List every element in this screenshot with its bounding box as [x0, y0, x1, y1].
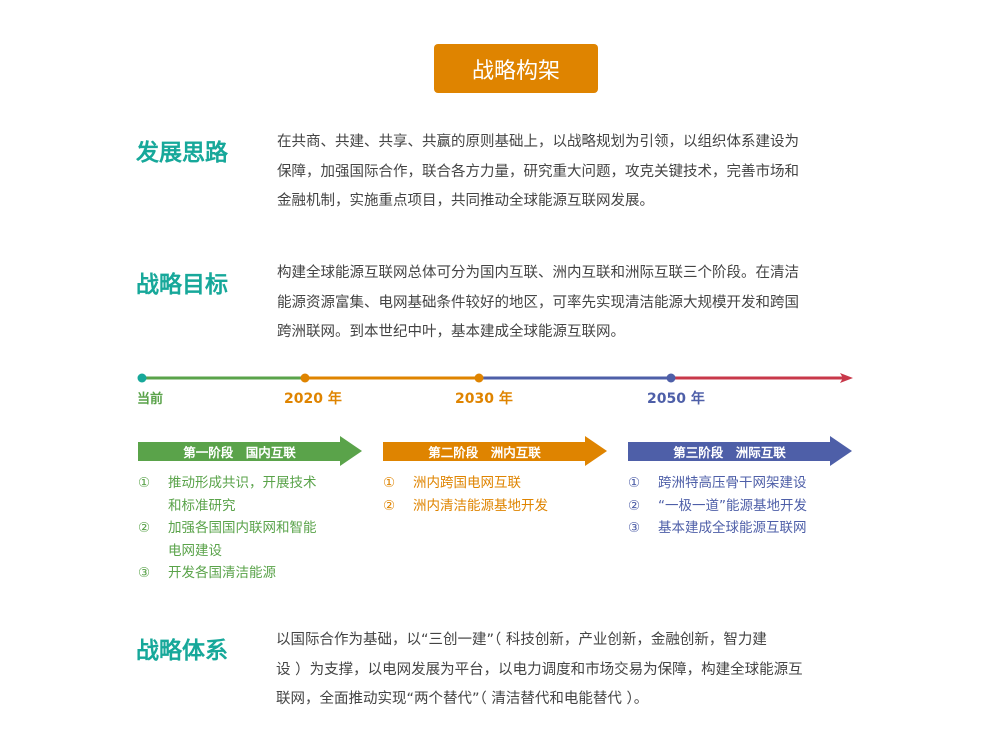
- list-item: ① 洲内跨国电网互联: [383, 472, 548, 495]
- phase-1-label: 第一阶段 国内互联: [138, 442, 341, 461]
- text-line: 以国际合作为基础，以“三创一建”（ 科技创新，产业创新，金融创新，智力建: [276, 632, 767, 648]
- text-line: 设 ）为支撑，以电网发展为平台，以电力调度和市场交易为保障，构建全球能源互: [276, 661, 803, 678]
- text-line: 能源资源富集、电网基础条件较好的地区，可率先实现清洁能源大规模开发和跨国: [277, 294, 799, 311]
- phase-2-label: 第二阶段 洲内互联: [383, 442, 586, 461]
- item-number: ②: [138, 520, 151, 536]
- list-item: ② 加强各国国内联网和智能电网建设: [138, 517, 317, 562]
- item-number: ②: [383, 497, 396, 514]
- item-text: 和标准研究: [168, 497, 236, 514]
- item-text: 推动形成共识，开展技术: [168, 475, 317, 491]
- text-line: 保障，加强国际合作，联合各方力量，研究重大问题，攻克关键技术，完善市场和: [277, 163, 799, 180]
- arrow-head-icon: [585, 436, 607, 466]
- list-item: ② “一极一道”能源基地开发: [628, 495, 807, 518]
- phase-3-arrow: 第三阶段 洲际互联: [628, 436, 852, 467]
- timeline-label-2050: 2050 年: [647, 391, 705, 407]
- list-item: ③ 开发各国清洁能源: [138, 562, 317, 585]
- timeline-arrowhead: [840, 373, 853, 383]
- item-text: 跨洲特高压骨干网架建设: [658, 475, 807, 491]
- section-heading-goals: 战略目标: [136, 272, 228, 298]
- item-number: ②: [628, 497, 641, 514]
- phase-3-list: ① 跨洲特高压骨干网架建设 ② “一极一道”能源基地开发 ③ 基本建成全球能源互联网: [628, 472, 807, 540]
- text-line: 在共商、共建、共享、共赢的原则基础上，以战略规划为引领，以组织体系建设为: [277, 134, 799, 150]
- item-text: 开发各国清洁能源: [168, 565, 276, 581]
- text-line: 跨洲联网。到本世纪中叶，基本建成全球能源互联网。: [277, 324, 625, 340]
- item-text: “一极一道”能源基地开发: [658, 497, 807, 514]
- section-text-system: 以国际合作为基础，以“三创一建”（ 科技创新，产业创新，金融创新，智力建 设 ）…: [276, 626, 803, 715]
- phase-2-arrow: 第二阶段 洲内互联: [383, 436, 607, 467]
- item-number: ①: [383, 475, 396, 491]
- arrow-head-icon: [340, 436, 362, 466]
- item-text: 加强各国国内联网和智能: [168, 520, 317, 536]
- text-line: 联网，全面推动实现“两个替代”（ 清洁替代和电能替代 ）。: [276, 691, 649, 707]
- timeline-label-2030: 2030 年: [455, 391, 513, 407]
- item-text: 洲内跨国电网互联: [413, 475, 521, 491]
- item-number: ③: [138, 565, 151, 581]
- phase-2-list: ① 洲内跨国电网互联 ② 洲内清洁能源基地开发: [383, 472, 548, 517]
- item-text: 洲内清洁能源基地开发: [413, 497, 548, 514]
- item-text: 基本建成全球能源互联网: [658, 520, 807, 536]
- text-line: 金融机制，实施重点项目，共同推动全球能源互联网发展。: [277, 193, 654, 209]
- list-item: ① 推动形成共识，开展技术和标准研究: [138, 472, 317, 517]
- timeline-label-now: 当前: [137, 392, 164, 407]
- item-number: ①: [138, 475, 151, 491]
- text-line: 构建全球能源互联网总体可分为国内互联、洲内互联和洲际互联三个阶段。在清洁: [277, 265, 799, 281]
- arrow-head-icon: [830, 436, 852, 466]
- list-item: ② 洲内清洁能源基地开发: [383, 495, 548, 518]
- section-text-development: 在共商、共建、共享、共赢的原则基础上，以战略规划为引领，以组织体系建设为 保障，…: [277, 128, 799, 217]
- timeline-dot-now: [137, 373, 147, 383]
- section-heading-development: 发展思路: [136, 140, 228, 166]
- section-heading-system: 战略体系: [136, 638, 228, 664]
- list-item: ① 跨洲特高压骨干网架建设: [628, 472, 807, 495]
- page-title: 战略构架: [434, 44, 598, 93]
- phase-3-label: 第三阶段 洲际互联: [628, 442, 831, 461]
- timeline-dot-2050: [666, 373, 676, 383]
- phase-1-list: ① 推动形成共识，开展技术和标准研究 ② 加强各国国内联网和智能电网建设 ③ 开发各国…: [138, 472, 317, 585]
- item-number: ③: [628, 520, 641, 536]
- timeline-label-2020: 2020 年: [284, 391, 342, 407]
- timeline-dot-2030: [474, 373, 484, 383]
- timeline-dot-2020: [300, 373, 310, 383]
- phase-1-arrow: 第一阶段 国内互联: [138, 436, 362, 467]
- item-number: ①: [628, 475, 641, 491]
- timeline: [137, 373, 853, 383]
- item-text: 电网建设: [168, 542, 222, 559]
- list-item: ③ 基本建成全球能源互联网: [628, 517, 807, 540]
- section-text-goals: 构建全球能源互联网总体可分为国内互联、洲内互联和洲际互联三个阶段。在清洁 能源资…: [277, 259, 799, 348]
